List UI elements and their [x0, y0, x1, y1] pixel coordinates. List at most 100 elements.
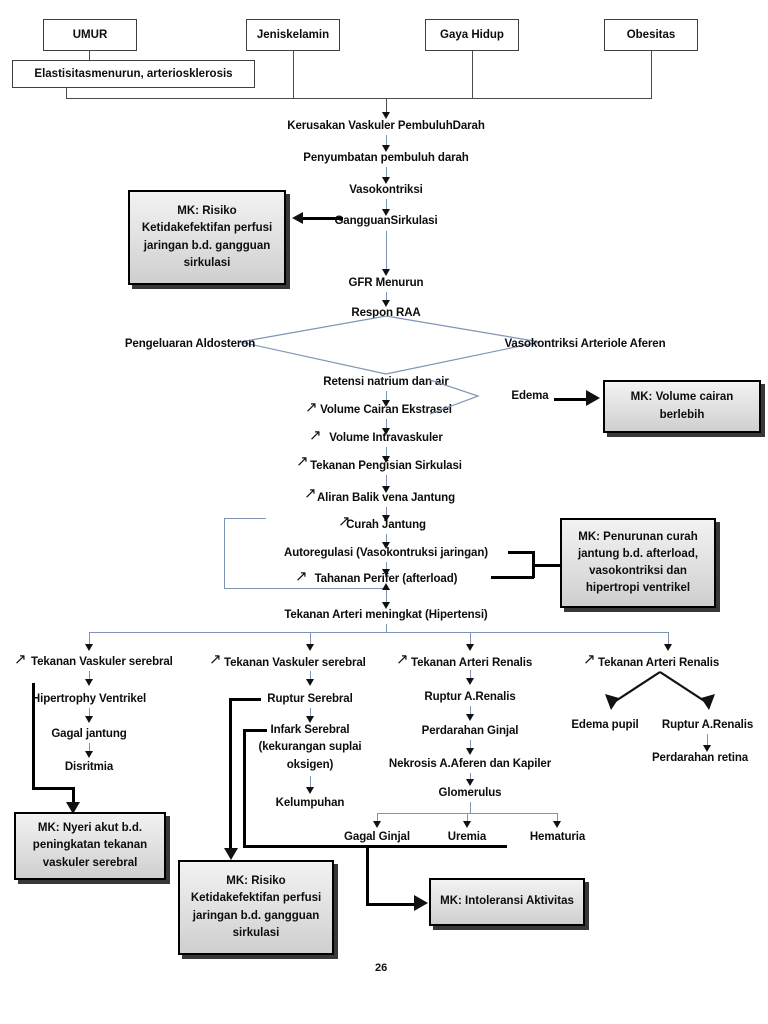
connector-b1-1 [89, 671, 90, 682]
branch-node-label: Glomerulus [438, 787, 502, 799]
connector-b1-3 [89, 743, 90, 754]
bracket-bottom [491, 576, 534, 579]
chain-node-gangguan-sirkulasi: GangguanSirkulasi [186, 214, 586, 229]
branch-3-node-glomerulus: Glomerulus [390, 786, 550, 801]
branch-3-node-nekrosis: Nekrosis A.Aferen dan Kapiler [370, 757, 570, 772]
connector-jeniskelamin-down [293, 51, 294, 98]
connector-chain-2 [386, 167, 387, 179]
connector-vol-6 [386, 534, 387, 545]
branch-3-node-perdarahan-ginjal: Perdarahan Ginjal [390, 724, 550, 739]
volume-node-label: Volume Intravaskuler [329, 432, 443, 444]
arrowhead-down [306, 644, 314, 651]
arrowhead-down [382, 515, 390, 522]
branch-2-head: Tekanan Vaskuler serebral [224, 656, 366, 671]
risk-factor-label: Jeniskelamin [256, 29, 330, 41]
outcome-stem-3 [557, 813, 558, 824]
arrowhead-down [664, 644, 672, 651]
feedback-loop-top [224, 518, 266, 519]
connector-vol-2 [386, 419, 387, 430]
arrowhead-down [382, 602, 390, 609]
branch-1-head: Tekanan Vaskuler serebral [31, 655, 173, 670]
volume-node-cairan-ekstrasel: Volume Cairan Ekstrasel [236, 403, 536, 418]
arrowhead-down [306, 716, 314, 723]
connector-glomerulus-down [470, 802, 471, 813]
risk-factor-label: Gaya Hidup [440, 29, 504, 41]
connector-b1-elbow-down [72, 787, 75, 804]
chain-node-label: Respon RAA [351, 307, 421, 319]
connector-b1-elbow-h [32, 787, 74, 790]
mk-box-label: MK: Nyeri akut b.d. peningkatan tekanan … [32, 822, 148, 869]
arrowhead-down [463, 821, 471, 828]
raa-diamond-connector [239, 316, 541, 375]
arrowhead-down [382, 569, 390, 576]
arrowhead-down [382, 269, 390, 276]
raa-branch-left-aldosteron: Pengeluaran Aldosteron [60, 337, 320, 352]
connector-gayahidup-down [472, 51, 473, 98]
connector-b2-elbow1-h [229, 698, 261, 701]
arrowhead-down [466, 779, 474, 786]
connector-vol-8 [386, 589, 387, 604]
branch-node-label: Perdarahan Ginjal [421, 725, 519, 737]
connector-b2-elbow1-v [229, 698, 232, 852]
arrowhead-down [382, 486, 390, 493]
volume-node-tahanan-perifer: Tahanan Perifer (afterload) [236, 572, 536, 587]
branch-head-label: Tekanan Vaskuler serebral [31, 656, 173, 668]
volume-node-label: Tahanan Perifer (afterload) [314, 573, 458, 585]
raa-branch-label: Pengeluaran Aldosteron [124, 338, 256, 350]
increase-icon: ↗ [296, 452, 309, 470]
mk-box-curah-jantung: MK: Penurunan curah jantung b.d. afterlo… [560, 518, 716, 608]
branch-4-node-perdarahan-retina: Perdarahan retina [632, 751, 768, 766]
mk-box-label: MK: Volume cairan berlebih [630, 391, 734, 421]
mk-box-volume-cairan: MK: Volume cairan berlebih [603, 380, 761, 433]
arrowhead-down [382, 400, 390, 407]
chain-node-label: Kerusakan Vaskuler PembuluhDarah [287, 120, 485, 132]
branch-node-label: Edema pupil [571, 719, 639, 731]
increase-icon: ↗ [583, 650, 596, 668]
arrowhead-down [66, 802, 80, 814]
connector-vol-4 [386, 475, 387, 488]
connector-b3-2 [470, 706, 471, 717]
outcome-stem-1 [377, 813, 378, 824]
branch-3-outcome-gagal-ginjal: Gagal Ginjal [317, 830, 437, 845]
branch-stem-4 [668, 632, 669, 646]
connector-chain-1 [386, 135, 387, 147]
volume-node-label: Autoregulasi (Vasokontruksi jaringan) [284, 547, 488, 559]
increase-icon: ↗ [396, 650, 409, 668]
mk-box-label: MK: Risiko Ketidakefektifan perfusi jari… [190, 875, 322, 939]
connector-umur-down [89, 51, 90, 60]
chain-node-penyumbatan: Penyumbatan pembuluh darah [186, 151, 586, 166]
branch-stem-1 [89, 632, 90, 646]
arrowhead-down [382, 112, 390, 119]
chain-node-respon-raa: Respon RAA [186, 306, 586, 321]
mk-box-label: MK: Penurunan curah jantung b.d. afterlo… [577, 530, 699, 595]
branch-node-label: Kelumpuhan [275, 797, 345, 809]
connector-b3-4 [470, 773, 471, 781]
risk-factor-box-umur: UMUR [43, 19, 137, 51]
branch-1-node-disritmia: Disritmia [9, 760, 169, 775]
arrowhead-down [85, 644, 93, 651]
connector-chain-3 [386, 199, 387, 211]
chain-node-gfr-menurun: GFR Menurun [186, 276, 586, 291]
volume-node-label: Aliran Balik vena Jantung [316, 492, 456, 504]
branch-2-node-oksigen: oksigen) [230, 758, 390, 773]
branch-bus [89, 632, 668, 633]
arrowhead-down [224, 848, 238, 860]
page-number-label: 26 [375, 962, 388, 974]
connector-b2-elbow2-h [243, 729, 267, 732]
connector-vol-7 [386, 562, 387, 571]
volume-node-autoregulasi: Autoregulasi (Vasokontruksi jaringan) [236, 546, 536, 561]
edema-label: Edema [511, 390, 549, 402]
connector-b1-elbow-v [32, 683, 35, 787]
arrowhead-down [85, 716, 93, 723]
connector-b1-2 [89, 708, 90, 719]
arrowhead-down [85, 679, 93, 686]
branch-stem-2 [310, 632, 311, 646]
outcome-stem-2 [467, 813, 468, 824]
connector-b2-elbow2-bottom [243, 845, 507, 848]
arrowhead-down [466, 714, 474, 721]
risk-factor-label: Obesitas [626, 29, 676, 41]
chain-node-label: Vasokontriksi [349, 184, 423, 196]
risk-factor-box-obesitas: Obesitas [604, 19, 698, 51]
mk-box-perfusi-bottom: MK: Risiko Ketidakefektifan perfusi jari… [178, 860, 334, 955]
